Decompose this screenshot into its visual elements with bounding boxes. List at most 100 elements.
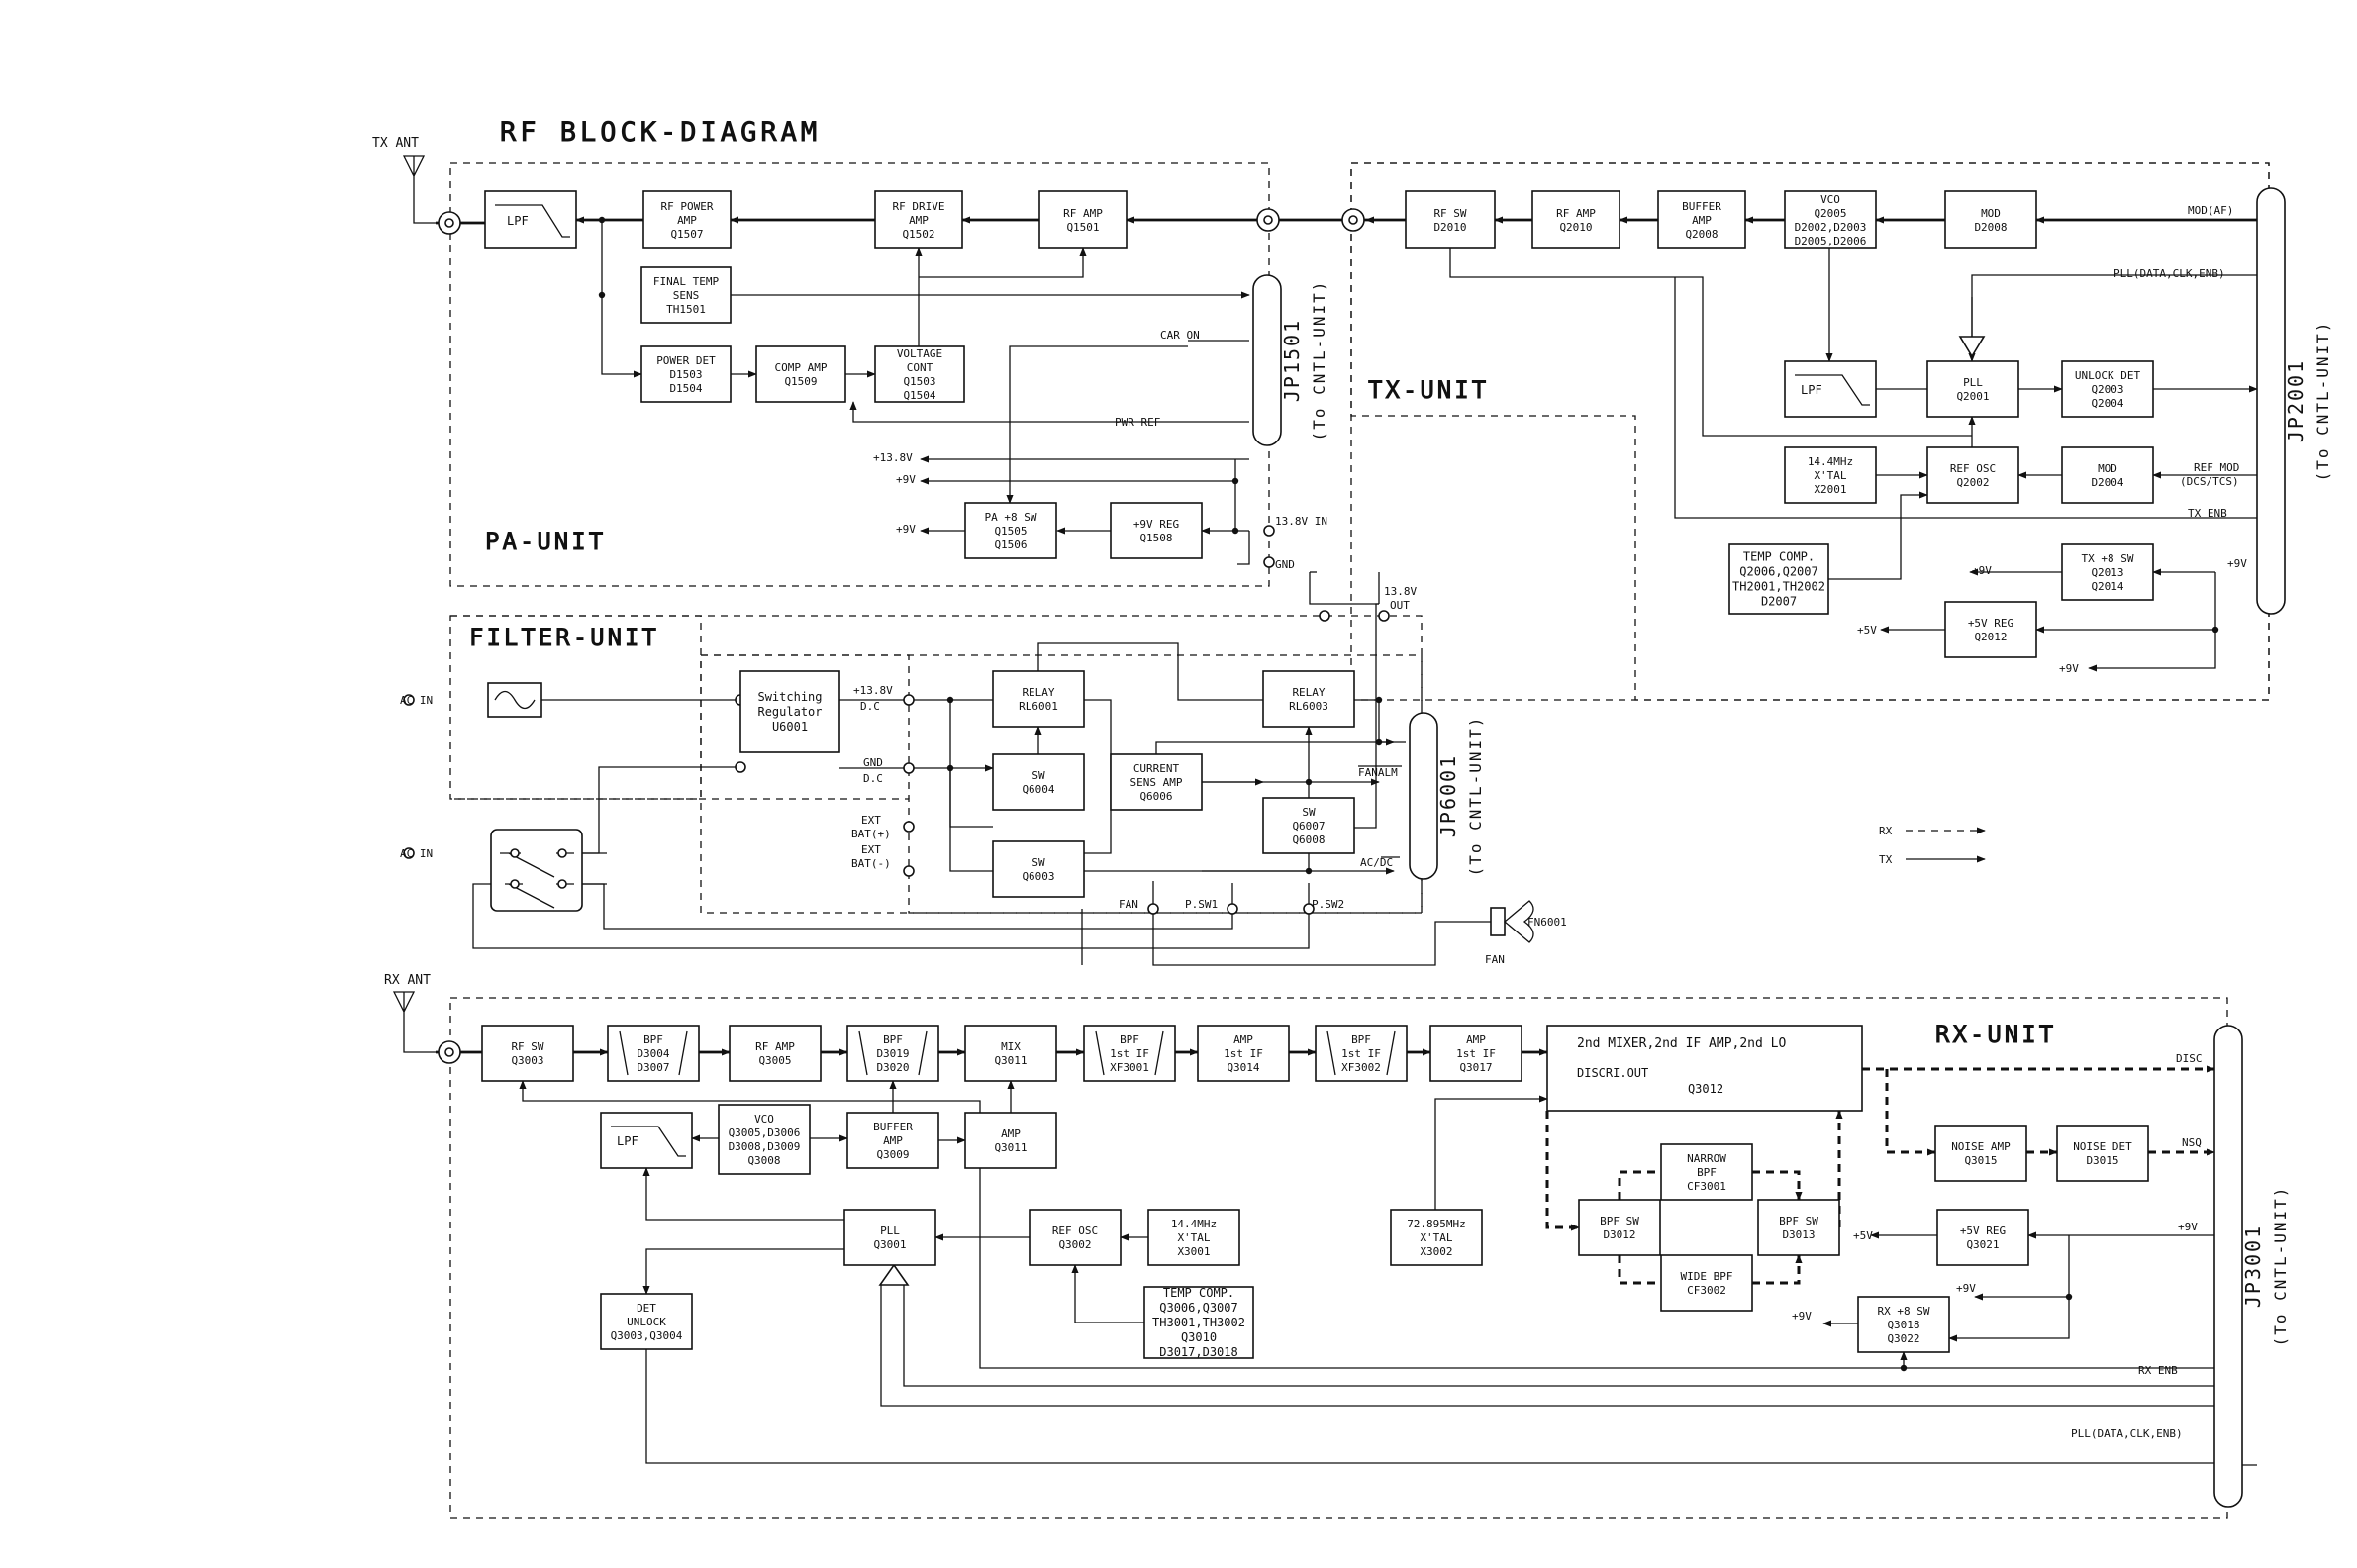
block-line: D3007 — [637, 1061, 669, 1074]
coax-connector-core — [444, 1047, 454, 1057]
block-line: +9V REG — [1133, 518, 1179, 531]
label-v9-2: +9V — [896, 523, 916, 536]
block-line: POWER DET — [656, 354, 716, 367]
block-line: D2002,D2003 — [1795, 221, 1867, 234]
block-frame — [964, 502, 1057, 559]
block-line: Q2006,Q2007 — [1739, 565, 1817, 579]
block-line: AMP — [1001, 1127, 1021, 1140]
block-line: VCO — [1820, 193, 1840, 206]
block-frame — [1944, 601, 2037, 658]
wire — [2088, 572, 2216, 672]
block-line: DET — [637, 1302, 656, 1315]
wire — [472, 883, 1310, 949]
block-frame — [1944, 190, 2037, 249]
block-line: Q1501 — [1066, 221, 1099, 234]
block-line: Q3015 — [1964, 1154, 1997, 1167]
block-frame — [2056, 1125, 2149, 1182]
block-frame — [729, 1025, 822, 1082]
connector-jp1501 — [1252, 274, 1282, 446]
block-frame — [846, 1112, 939, 1169]
connector-jp3001 — [2213, 1025, 2243, 1508]
block-line: D2008 — [1974, 221, 2007, 234]
label-pll-tx: PLL(DATA,CLK,ENB) — [2113, 267, 2225, 280]
lpf-icon — [611, 1126, 686, 1157]
block-frame — [1784, 360, 1877, 418]
connector-jp6001-sub: (To CNTL-UNIT) — [1466, 716, 1485, 877]
block-line: 14.4MHz — [1808, 455, 1853, 468]
block-line: 1st IF — [1341, 1047, 1381, 1060]
label-v138-1: +13.8V — [873, 451, 913, 464]
block-line: Q2013 — [2091, 566, 2123, 579]
block-frame — [843, 1209, 936, 1266]
wire — [949, 768, 993, 872]
wire — [1071, 1264, 1144, 1323]
label-car-on: CAR ON — [1160, 329, 1200, 342]
connector-jp6001-label: JP6001 — [1436, 754, 1460, 837]
block-line: Q3003 — [511, 1054, 543, 1067]
block-frame — [1038, 190, 1128, 249]
block-line: SENS AMP — [1130, 776, 1183, 789]
wire — [582, 883, 1233, 930]
wire — [1202, 853, 1310, 872]
diagram-title: RF BLOCK-DIAGRAM — [500, 117, 821, 147]
block-frame — [607, 1025, 700, 1082]
block-line: Q1504 — [903, 389, 935, 402]
block-line: CONT — [907, 361, 933, 374]
block-frame — [964, 1025, 1057, 1082]
block-line: BPF — [1351, 1033, 1371, 1046]
wire — [1674, 277, 2269, 519]
wire — [1309, 572, 1379, 605]
block-frame — [718, 1104, 811, 1175]
block-line: NOISE DET — [2073, 1140, 2132, 1153]
block-line: AMP — [909, 214, 929, 227]
block-frame — [1531, 190, 1620, 249]
wire — [1968, 274, 2269, 362]
junction-dot — [1305, 867, 1313, 875]
wire — [1618, 1255, 1661, 1285]
block-line: Regulator — [757, 705, 822, 719]
label-dc138b: D.C — [860, 700, 880, 713]
tx-antenna-label: TX ANT — [372, 136, 419, 150]
block-line: D3015 — [2086, 1154, 2118, 1167]
block-line: NOISE AMP — [1951, 1140, 2011, 1153]
label-gnd: GND — [1275, 558, 1295, 571]
label-pwr-ref: PWR REF — [1115, 416, 1160, 429]
label-ext-p2: BAT(+) — [851, 828, 891, 840]
block-line: Q2012 — [1974, 631, 2007, 643]
terminal-ring — [903, 762, 915, 774]
block-line: D2007 — [1761, 595, 1797, 609]
wire — [1449, 248, 1972, 437]
coax-connector-core — [444, 218, 454, 228]
block-line: D3008,D3009 — [729, 1140, 801, 1153]
terminal-ring — [1303, 903, 1315, 915]
bpf-icon — [1326, 1030, 1396, 1076]
block-line: Switching — [757, 690, 822, 704]
block-line: Q2003 — [2091, 383, 2123, 396]
block-line: AMP — [1692, 214, 1712, 227]
junction-dot — [598, 216, 606, 224]
block-line: WIDE BPF — [1681, 1270, 1733, 1283]
legend-rx-label: RX — [1879, 825, 1893, 837]
block-line: X3002 — [1420, 1245, 1452, 1258]
block-line: Q6003 — [1022, 870, 1054, 883]
terminal-ring — [1147, 903, 1159, 915]
bpf-icon — [858, 1030, 928, 1076]
block-frame — [484, 190, 577, 249]
wire — [880, 1285, 2214, 1407]
label-rx-9v-b: +9V — [1956, 1282, 1976, 1295]
block-line: BPF — [643, 1033, 663, 1046]
